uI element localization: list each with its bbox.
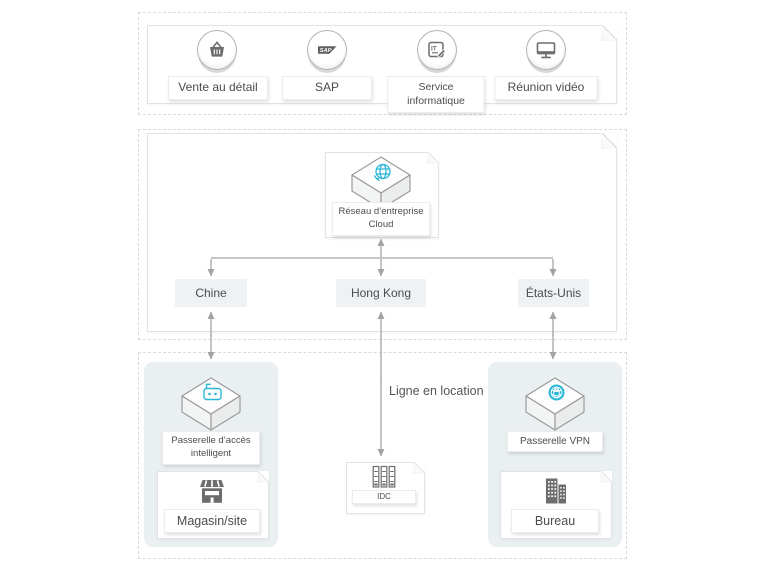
cloud-network-box-icon xyxy=(351,156,411,210)
sap-puck: SAP xyxy=(307,30,347,70)
leased-line-label: Ligne en location xyxy=(389,384,484,398)
sap-icon: SAP xyxy=(318,46,337,54)
region-hong-kong: Hong Kong xyxy=(336,279,426,307)
region-chine: Chine xyxy=(175,279,247,307)
vpn-globe-lock-icon xyxy=(548,384,565,401)
idc-servers-icon xyxy=(372,465,396,488)
store-label: Magasin/site xyxy=(164,509,260,534)
it-service-icon: IT xyxy=(428,41,446,58)
office-building-icon xyxy=(546,478,566,504)
cloud-network-label-line1: Réseau d’entreprise xyxy=(338,206,424,217)
sap-label: SAP xyxy=(282,76,372,100)
it-service-puck: IT xyxy=(417,30,457,70)
office-label: Bureau xyxy=(511,509,599,534)
vpn-gateway-label: Passerelle VPN xyxy=(507,431,603,452)
smart-gateway-label-line1: Passerelle d’accès xyxy=(171,435,251,446)
retail-puck xyxy=(197,30,237,70)
cloud-network-label: Réseau d’entreprise Cloud xyxy=(332,202,430,236)
cloud-network-label-line2: Cloud xyxy=(368,218,394,230)
video-meeting-puck xyxy=(526,30,566,70)
smart-gateway-box-icon xyxy=(181,377,241,431)
retail-label: Vente au détail xyxy=(168,76,268,100)
it-icon-text: IT xyxy=(431,46,437,53)
video-meeting-label: Réunion vidéo xyxy=(494,76,598,100)
it-service-label: Service informatique xyxy=(387,76,485,114)
robot-icon xyxy=(203,383,222,401)
region-etats-unis: États-Unis xyxy=(518,279,589,307)
smart-gateway-label-line2: intelligent xyxy=(190,447,232,459)
storefront-icon xyxy=(200,480,224,503)
idc-label: IDC xyxy=(352,490,416,505)
smart-gateway-label: Passerelle d’accès intelligent xyxy=(162,431,260,465)
sap-icon-text: SAP xyxy=(320,48,332,54)
globe-icon xyxy=(373,163,391,182)
vpn-gateway-box-icon xyxy=(525,377,585,431)
video-meeting-icon xyxy=(536,42,556,59)
retail-basket-icon xyxy=(210,41,224,57)
